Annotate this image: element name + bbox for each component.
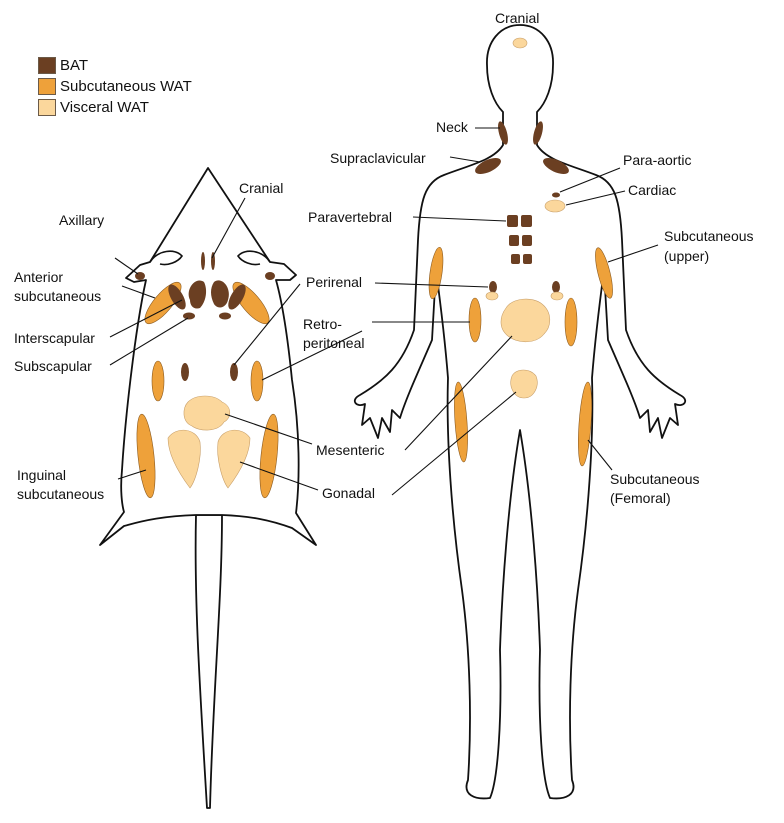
mouse-subscapular-bat-right (219, 313, 231, 320)
legend-item-bat: BAT (38, 55, 192, 76)
legend-swatch-visceral-wat (38, 99, 56, 116)
mouse-body-outline (100, 168, 316, 545)
legend-label-visceral-wat: Visceral WAT (60, 99, 149, 116)
legend-swatch-bat (38, 57, 56, 74)
label-mouse-subscapular: Subscapular (14, 358, 92, 374)
label-mouse-cranial: Cranial (239, 180, 283, 196)
label-mouse-retro: Retro- (303, 316, 342, 332)
human-cranial-wat (513, 38, 527, 48)
legend-label-bat: BAT (60, 57, 88, 74)
human-figure (355, 25, 685, 798)
human-perirenal-bat-left (489, 281, 497, 293)
label-human-neck: Neck (436, 119, 469, 135)
human-perirenal-bat-right (552, 281, 560, 293)
label-human-para-aortic: Para-aortic (623, 152, 691, 168)
label-mouse-anterior: Anterior (14, 269, 63, 285)
label-human-subq-femoral: Subcutaneous (610, 471, 700, 487)
label-mouse-inguinal-2: subcutaneous (17, 486, 104, 502)
label-human-subq-upper-2: (upper) (664, 248, 709, 264)
human-cardiac-wat (545, 200, 565, 212)
label-mouse-inguinal: Inguinal (17, 467, 66, 483)
mouse-subscapular-bat-left (183, 313, 195, 320)
label-mouse-retro-2: peritoneal (303, 335, 365, 351)
mouse-axillary-bat-right (265, 272, 275, 280)
label-human-subq-femoral-2: (Femoral) (610, 490, 671, 506)
human-body-outline (355, 25, 685, 798)
legend-swatch-subcutaneous-wat (38, 78, 56, 95)
human-para-aortic-bat (552, 193, 560, 198)
mouse-cranial-bat-left (201, 252, 205, 270)
human-perirenal-wat-left (486, 292, 498, 300)
legend-item-visceral-wat: Visceral WAT (38, 97, 192, 118)
label-human-paravertebral: Paravertebral (308, 209, 392, 225)
label-human-cranial: Cranial (495, 10, 539, 26)
mouse-tail (196, 515, 222, 808)
human-gonadal-wat (511, 370, 538, 398)
label-human-cardiac: Cardiac (628, 182, 676, 198)
label-mouse-anterior-2: subcutaneous (14, 288, 101, 304)
legend: BAT Subcutaneous WAT Visceral WAT (38, 55, 192, 118)
label-mouse-perirenal: Perirenal (306, 274, 362, 290)
legend-item-subcutaneous-wat: Subcutaneous WAT (38, 76, 192, 97)
legend-label-subcutaneous-wat: Subcutaneous WAT (60, 78, 192, 95)
mouse-retroperitoneal-wat-left (152, 361, 164, 401)
label-mouse-gonadal: Gonadal (322, 485, 375, 501)
label-human-subq-upper: Subcutaneous (664, 228, 754, 244)
human-mesenteric-wat (501, 299, 550, 342)
label-mouse-interscapular: Interscapular (14, 330, 95, 346)
human-perirenal-wat-right (551, 292, 563, 300)
mouse-perirenal-bat-left (181, 363, 189, 381)
mouse-figure (100, 168, 316, 808)
mouse-retroperitoneal-wat-right (251, 361, 263, 401)
human-retroperitoneal-wat-right (565, 298, 577, 346)
human-retroperitoneal-wat-left (469, 298, 481, 342)
label-mouse-axillary: Axillary (59, 212, 104, 228)
label-mouse-mesenteric: Mesenteric (316, 442, 384, 458)
mouse-perirenal-bat-right (230, 363, 238, 381)
label-human-supraclavicular: Supraclavicular (330, 150, 426, 166)
